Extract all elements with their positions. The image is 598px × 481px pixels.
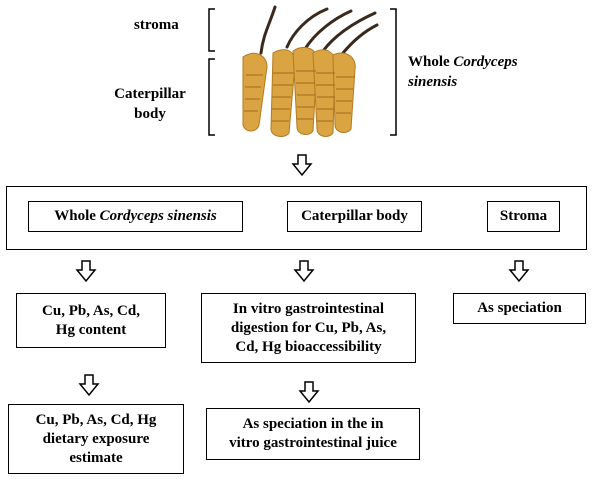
- parts-container: [6, 186, 587, 250]
- stroma-label: stroma: [134, 17, 179, 33]
- whole-content-box: Cu, Pb, As, Cd, Hg content: [16, 293, 166, 348]
- caterpillar-bracket: [208, 58, 215, 136]
- stroma-stalks: [259, 5, 379, 55]
- body-segments: [244, 70, 354, 122]
- arrow-down-icon: [75, 260, 97, 283]
- whole-label: Whole Cordyceps sinensis: [408, 54, 518, 90]
- caterpillar-bodies: [242, 47, 356, 137]
- caterpillar-body-box: Caterpillar body: [287, 201, 422, 232]
- stroma-box: Stroma: [487, 201, 560, 232]
- whole-cordyceps-box: Whole Cordyceps sinensis: [28, 201, 243, 232]
- arrow-down-icon: [293, 260, 315, 283]
- whole-exposure-box: Cu, Pb, As, Cd, Hg dietary exposure esti…: [8, 404, 184, 474]
- caterpillar-speciation-box: As speciation in the in vitro gastrointe…: [206, 408, 420, 460]
- stroma-speciation-box: As speciation: [453, 293, 586, 324]
- cordyceps-image: [242, 5, 379, 137]
- caterpillar-label: Caterpillar body: [114, 86, 186, 122]
- caterpillar-digestion-box: In vitro gastrointestinal digestion for …: [201, 293, 416, 363]
- arrow-down-icon: [78, 374, 100, 397]
- whole-bracket: [390, 8, 397, 136]
- arrow-down-icon: [298, 381, 320, 404]
- arrow-down-icon: [508, 260, 530, 283]
- arrow-down-icon: [291, 154, 313, 177]
- stroma-bracket: [208, 8, 215, 52]
